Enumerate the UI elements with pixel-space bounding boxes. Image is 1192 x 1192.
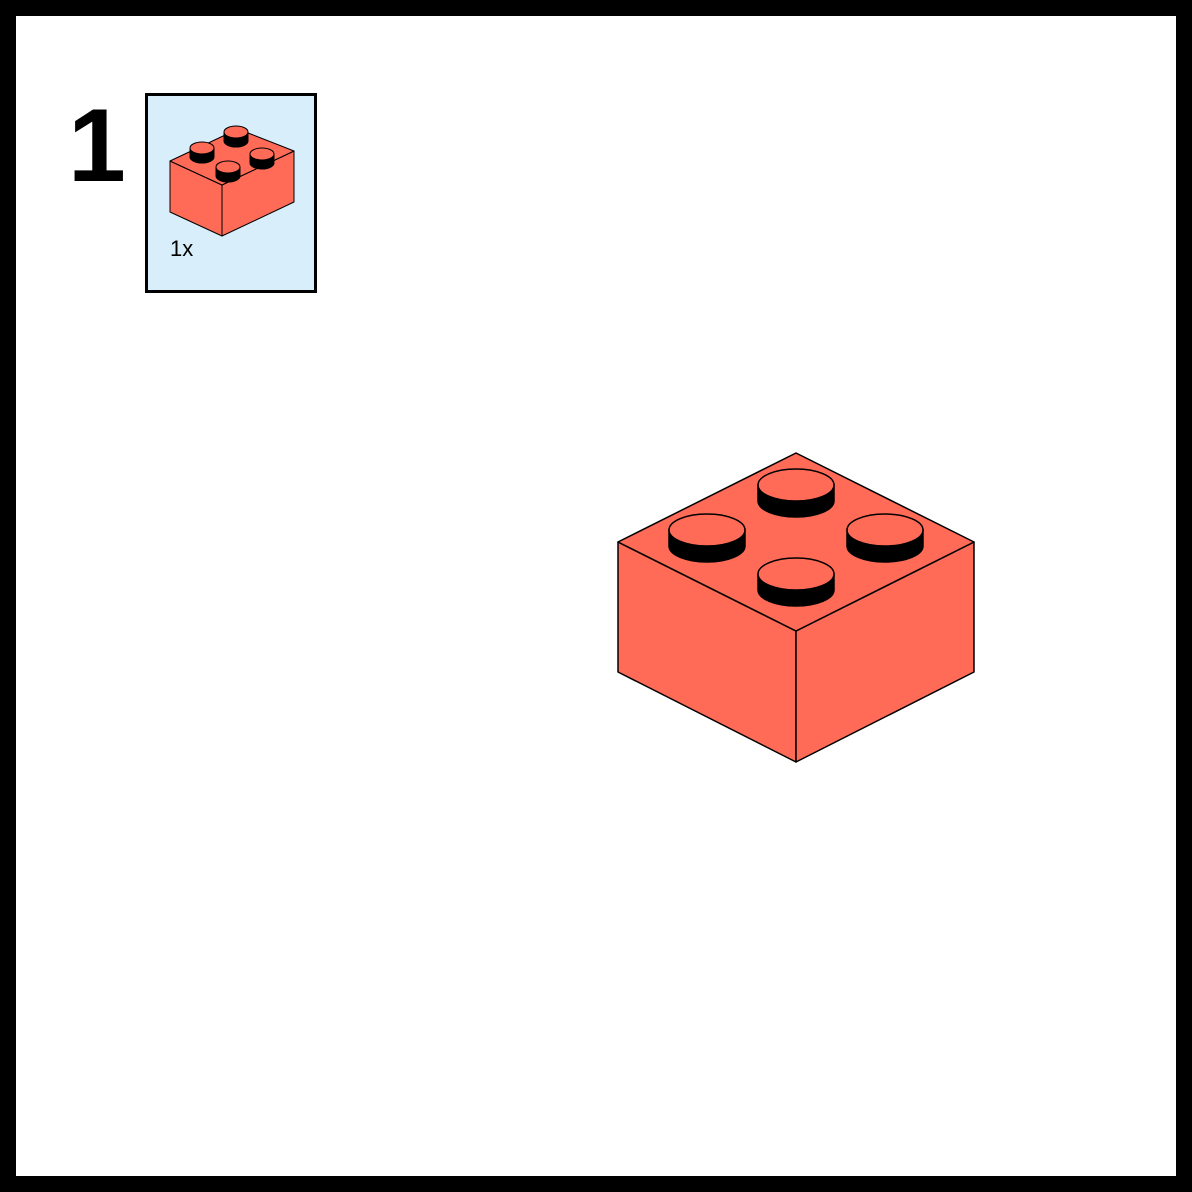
stud-front	[757, 557, 835, 607]
stud-right	[846, 513, 924, 563]
instruction-page: 1	[16, 16, 1176, 1176]
stud-left	[668, 513, 746, 563]
brick-2x2-icon	[169, 125, 295, 237]
assembly-brick-2x2	[617, 452, 975, 763]
step-number: 1	[68, 88, 126, 204]
parts-list-callout: 1x	[145, 93, 317, 293]
brick-studs	[668, 468, 924, 607]
stud-back	[757, 468, 835, 518]
part-quantity-label: 1x	[170, 236, 194, 261]
